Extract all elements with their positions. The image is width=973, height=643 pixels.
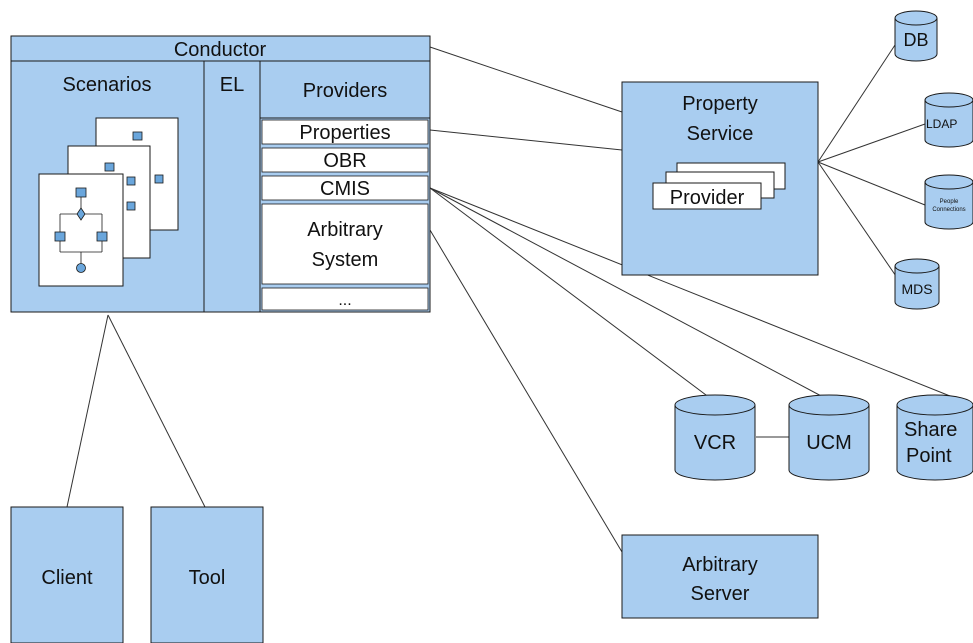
vcr-store: VCR bbox=[674, 394, 756, 481]
tool-box bbox=[150, 506, 264, 643]
property-service-line2: Service bbox=[687, 123, 754, 145]
sharepoint-store: Share Point bbox=[896, 394, 973, 481]
scenario-documents bbox=[38, 117, 179, 287]
mds-label: MDS bbox=[901, 281, 932, 297]
provider-row-properties bbox=[261, 119, 429, 145]
line-conductor-client bbox=[66, 314, 109, 508]
arbitrary-system-line1: Arbitrary bbox=[307, 219, 383, 241]
providers-header bbox=[259, 60, 431, 119]
client-box bbox=[10, 506, 124, 643]
line-cmis-sharepoint bbox=[429, 187, 956, 399]
provider-ellipsis: ... bbox=[338, 292, 351, 309]
front-page-flow-nodes bbox=[54, 187, 108, 273]
ldap-store: LDAP bbox=[924, 92, 973, 148]
providers-header-label: Providers bbox=[303, 80, 387, 102]
provider-row-obr bbox=[261, 147, 429, 173]
people-label-line2: Connections bbox=[932, 207, 965, 213]
arbitrary-server-box bbox=[621, 534, 819, 619]
property-service-line1: Property bbox=[682, 93, 758, 115]
scenarios-label: Scenarios bbox=[63, 74, 152, 96]
flow-end-node bbox=[76, 263, 86, 273]
back-page-flow-nodes bbox=[104, 131, 164, 211]
client-label: Client bbox=[41, 567, 93, 589]
tool-block: Tool bbox=[150, 506, 264, 643]
line-arbsys-arbserver bbox=[429, 229, 623, 553]
arbitrary-server-line1: Arbitrary bbox=[682, 554, 758, 576]
provider-stack-front bbox=[652, 182, 762, 210]
el-label: EL bbox=[220, 74, 244, 96]
sharepoint-label-line1: Share bbox=[904, 419, 957, 441]
flow-task-left bbox=[54, 231, 66, 242]
client-block: Client bbox=[10, 506, 124, 643]
arbitrary-server-line2: Server bbox=[691, 583, 750, 605]
provider-row-cmis bbox=[261, 175, 429, 201]
line-ps-db bbox=[817, 44, 896, 163]
line-ps-mds bbox=[817, 161, 901, 283]
people-connections-store: People Connections bbox=[924, 174, 973, 230]
conductor-title: Conductor bbox=[174, 39, 267, 61]
line-conductor-tool bbox=[107, 314, 206, 508]
flow-decision-node bbox=[76, 207, 86, 221]
line-ps-ldap bbox=[817, 123, 926, 163]
conductor-title-bar bbox=[10, 35, 431, 62]
provider-cmis-label: CMIS bbox=[320, 178, 370, 200]
vcr-label: VCR bbox=[694, 432, 736, 454]
people-label-line1: People bbox=[940, 199, 959, 205]
tool-label: Tool bbox=[189, 567, 226, 589]
line-cmis-ucm bbox=[429, 187, 826, 399]
line-ps-people bbox=[817, 161, 926, 206]
provider-row-arbitrary-system bbox=[261, 203, 429, 285]
line-properties-propertyservice bbox=[429, 129, 623, 151]
ldap-label: LDAP bbox=[926, 117, 957, 131]
ucm-label: UCM bbox=[806, 432, 852, 454]
provider-stack-label: Provider bbox=[670, 187, 745, 209]
provider-properties-label: Properties bbox=[299, 122, 390, 144]
db-label: DB bbox=[903, 30, 928, 50]
flow-task-right bbox=[96, 231, 108, 242]
flow-start-node bbox=[75, 187, 87, 198]
arbitrary-server-block: Arbitrary Server bbox=[621, 534, 819, 619]
el-panel bbox=[203, 60, 261, 313]
provider-obr-label: OBR bbox=[323, 150, 366, 172]
sharepoint-label-line2: Point bbox=[906, 445, 952, 467]
db-store: DB bbox=[894, 10, 938, 62]
arbitrary-system-line2: System bbox=[312, 249, 379, 271]
line-cmis-vcr bbox=[429, 187, 711, 399]
property-service-block: Property Service Provider bbox=[621, 81, 819, 276]
ucm-store: UCM bbox=[788, 394, 870, 481]
provider-row-ellipsis bbox=[261, 287, 429, 311]
mds-store: MDS bbox=[894, 258, 940, 310]
connector-lines bbox=[66, 44, 956, 553]
line-conductor-propertyservice bbox=[429, 46, 623, 113]
